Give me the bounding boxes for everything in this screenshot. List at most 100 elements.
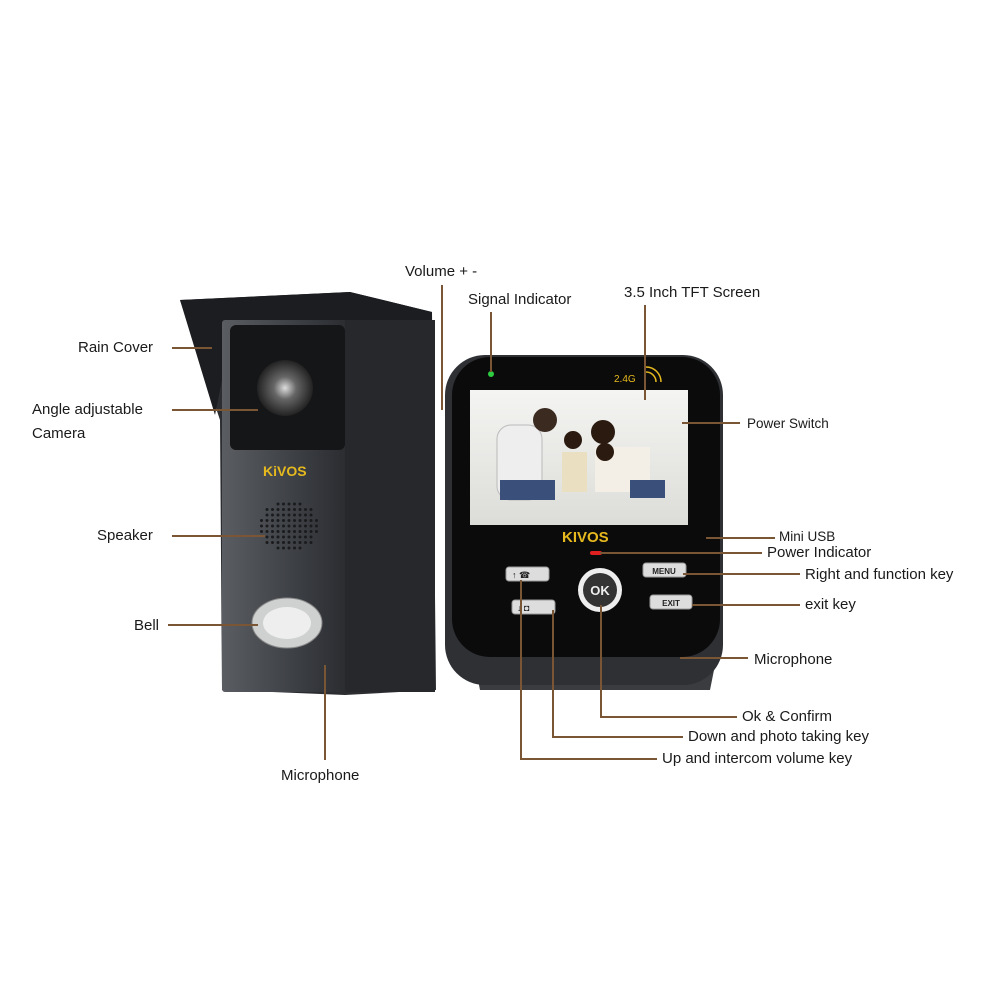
label-camera-line1: Angle adjustable	[32, 401, 143, 418]
label-speaker: Speaker	[97, 527, 153, 544]
menu-button[interactable]	[642, 562, 687, 578]
svg-text:EXIT: EXIT	[662, 599, 680, 608]
label-power-indicator: Power Indicator	[767, 544, 872, 561]
grill-hole	[309, 513, 313, 517]
svg-text:MENU: MENU	[652, 567, 676, 576]
grill-hole	[271, 535, 274, 539]
label-signal-indicator: Signal Indicator	[468, 291, 572, 308]
grill-hole	[265, 541, 269, 544]
grill-hole	[304, 541, 307, 544]
grill-hole	[276, 546, 280, 550]
grill-hole	[287, 508, 291, 511]
label-down-photo-key: Down and photo taking key	[688, 728, 869, 745]
grill-hole	[276, 530, 280, 533]
grill-hole	[271, 541, 274, 544]
grill-hole	[293, 513, 296, 517]
family-photo	[496, 408, 665, 501]
grill-hole	[260, 519, 263, 522]
grill-hole	[287, 513, 291, 517]
outdoor-brand-logo: KiVOS	[263, 463, 307, 479]
grill-hole	[298, 541, 302, 544]
grill-hole	[309, 541, 313, 544]
grill-hole	[287, 541, 291, 544]
label-exit-key: exit key	[805, 596, 856, 613]
exit-button[interactable]	[649, 594, 693, 610]
label-door-microphone: Microphone	[281, 767, 360, 784]
grill-hole	[276, 535, 280, 539]
grill-hole	[293, 508, 296, 511]
grill-hole	[276, 524, 280, 528]
grill-hole	[271, 530, 274, 533]
label-rain-cover: Rain Cover	[78, 339, 154, 356]
grill-hole	[309, 524, 313, 528]
grill-hole	[265, 519, 269, 522]
label-up-intercom-key: Up and intercom volume key	[662, 750, 853, 767]
grill-hole	[304, 530, 307, 533]
grill-hole	[309, 535, 313, 539]
grill-hole	[298, 519, 302, 522]
up-arrow-icon: ↑ ☎	[512, 570, 530, 580]
label-ok-confirm: Ok & Confirm	[742, 708, 833, 725]
down-photo-button[interactable]	[511, 599, 556, 615]
monitor-brand-logo: KIVOS	[562, 529, 609, 546]
grill-hole	[293, 541, 296, 544]
grill-hole	[282, 519, 285, 522]
label-mini-usb: Mini USB	[779, 529, 836, 544]
grill-hole	[293, 519, 296, 522]
grill-hole	[276, 519, 280, 522]
grill-hole	[304, 513, 307, 517]
signal-led	[488, 371, 494, 377]
up-intercom-button[interactable]	[505, 566, 550, 582]
grill-hole	[271, 513, 274, 517]
outdoor-unit: KiVOS	[180, 292, 436, 695]
grill-hole	[282, 535, 285, 539]
svg-text:OK: OK	[590, 583, 610, 598]
camera-icon: ↓ ◘	[517, 603, 530, 613]
grill-hole	[282, 530, 285, 533]
frequency-badge: 2.4G	[614, 374, 636, 385]
grill-hole	[287, 535, 291, 539]
grill-hole	[287, 524, 291, 528]
grill-hole	[315, 530, 318, 533]
grill-hole	[293, 524, 296, 528]
grill-hole	[309, 530, 313, 533]
grill-hole	[282, 524, 285, 528]
grill-hole	[276, 502, 280, 506]
grill-hole	[293, 530, 296, 533]
grill-hole	[260, 524, 263, 528]
grill-hole	[298, 513, 302, 517]
grill-hole	[265, 535, 269, 539]
ok-button[interactable]	[583, 573, 617, 607]
grill-hole	[293, 546, 296, 550]
grill-hole	[304, 508, 307, 511]
grill-hole	[276, 541, 280, 544]
indoor-monitor: 2.4G KIVOS ↑ ☎ ↓ ◘ OK MENU EXIT	[445, 355, 723, 690]
grill-hole	[298, 524, 302, 528]
grill-hole	[271, 519, 274, 522]
label-bell: Bell	[134, 617, 160, 634]
label-right-function-key: Right and function key	[805, 566, 954, 583]
grill-hole	[309, 519, 313, 522]
label-volume: Volume + -	[405, 263, 478, 280]
grill-hole	[271, 524, 274, 528]
grill-hole	[309, 508, 313, 511]
grill-hole	[298, 502, 302, 506]
grill-hole	[282, 546, 285, 550]
label-monitor-microphone: Microphone	[754, 651, 833, 668]
grill-hole	[293, 535, 296, 539]
grill-hole	[265, 530, 269, 533]
grill-hole	[315, 524, 318, 528]
grill-hole	[265, 524, 269, 528]
grill-hole	[260, 530, 263, 533]
grill-hole	[287, 530, 291, 533]
label-power-switch: Power Switch	[747, 416, 829, 431]
grill-hole	[282, 513, 285, 517]
grill-hole	[282, 508, 285, 511]
grill-hole	[304, 535, 307, 539]
grill-hole	[304, 519, 307, 522]
grill-hole	[287, 519, 291, 522]
grill-hole	[271, 508, 274, 511]
grill-hole	[282, 541, 285, 544]
